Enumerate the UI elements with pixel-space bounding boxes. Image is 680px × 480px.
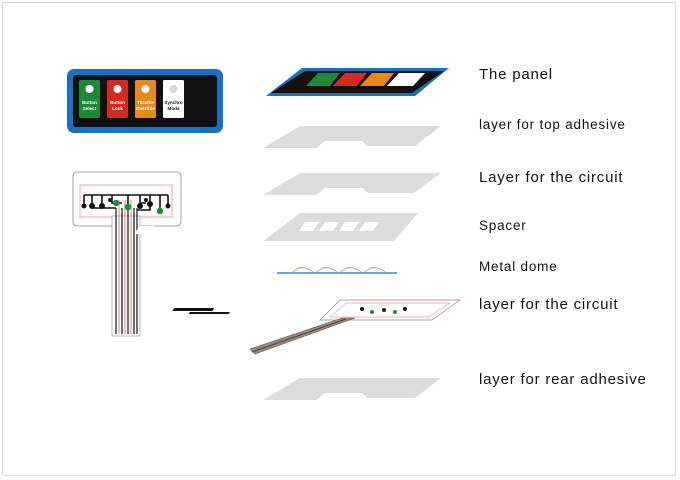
label-metal-dome: Metal dome (479, 259, 558, 274)
key-label-line-1: Synchro (164, 100, 183, 105)
spacer-layer (134, 213, 418, 241)
led-indicator-icon (85, 85, 94, 93)
key-label-line-1: Button (82, 100, 97, 105)
key-label-line-2: Mode (168, 106, 180, 111)
led-indicator-icon (169, 85, 178, 93)
circuit-layer-upper (263, 173, 441, 195)
label-top-adhesive: layer for top adhesive (479, 117, 626, 132)
key-face (107, 80, 128, 118)
circuit-tail (111, 200, 141, 337)
exploded-panel-layer (266, 68, 449, 96)
top-adhesive-layer (263, 126, 441, 148)
label-circuit-lower: layer for the circuit (479, 296, 619, 313)
key-label-line-1: Throttle (137, 100, 155, 105)
key-face (135, 80, 156, 118)
label-rear-adhesive: layer for rear adhesive (479, 371, 647, 388)
key-label-line-2: Override (136, 106, 155, 111)
label-panel: The panel (479, 66, 553, 83)
circuit-front-view (72, 171, 182, 337)
metal-dome-layer (277, 267, 397, 274)
key-label-line-2: Select (83, 106, 97, 111)
circuit-layer-lower (172, 299, 462, 355)
label-circuit-upper: Layer for the circuit (479, 169, 624, 186)
label-spacer: Spacer (479, 218, 527, 233)
keypad-front-view: ButtonSelectButtonLockThrottleOverrideSy… (67, 69, 223, 133)
circuit-pads (81, 198, 171, 215)
image-frame (2, 2, 676, 476)
key-face (79, 80, 100, 118)
rear-adhesive-layer (263, 378, 441, 400)
key-face (163, 80, 184, 118)
key-label-line-2: Lock (112, 106, 123, 111)
key-label-line-1: Button (110, 100, 125, 105)
led-indicator-icon (113, 85, 122, 93)
led-indicator-icon (141, 85, 150, 93)
